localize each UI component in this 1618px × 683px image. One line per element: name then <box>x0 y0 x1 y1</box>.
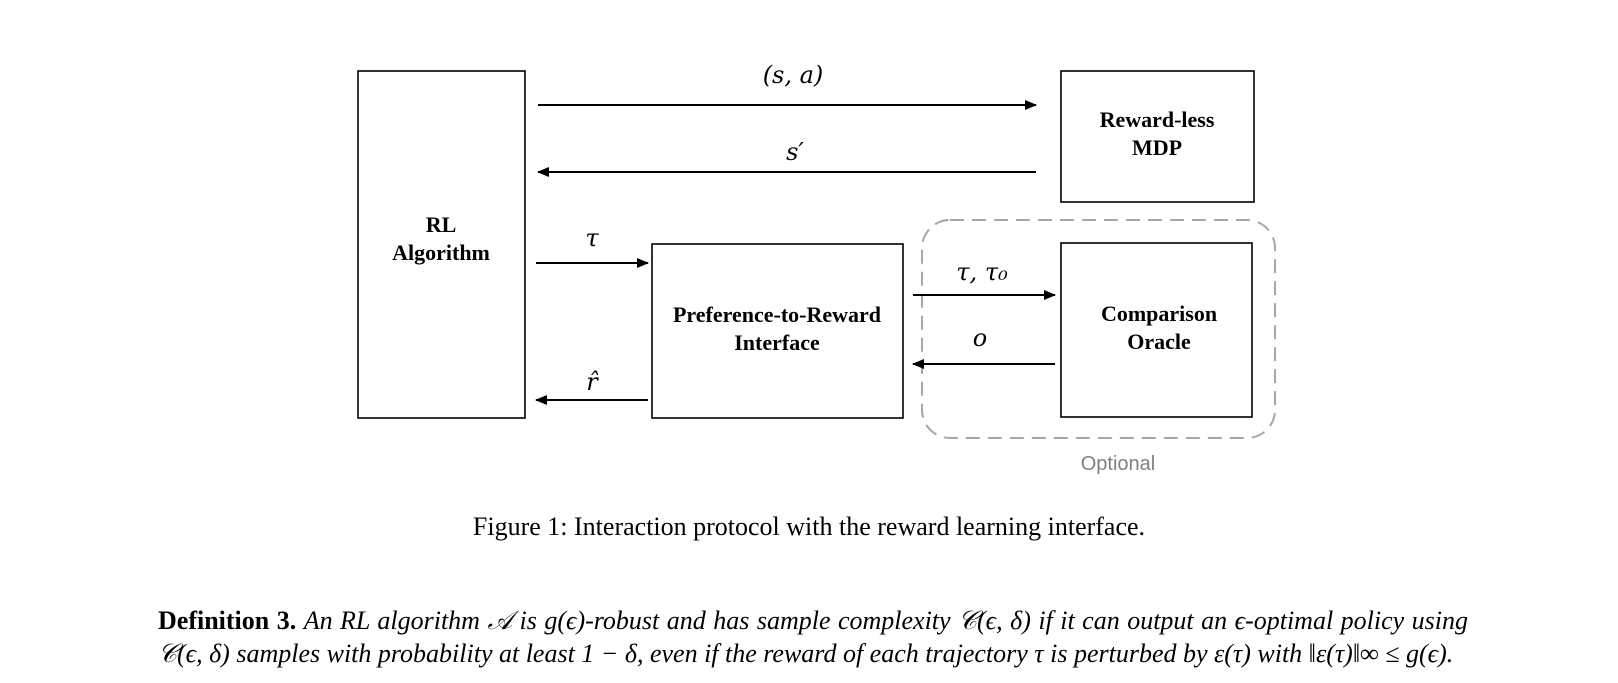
label-reward-hat: r̂ <box>586 368 599 396</box>
oracle-label-line2: Oracle <box>1127 329 1191 354</box>
label-next-state: s′ <box>786 138 804 166</box>
optional-region <box>921 219 1276 439</box>
rl-algorithm-label-line1: RL <box>426 212 457 237</box>
reward-less-mdp-box: Reward-less MDP <box>1060 70 1255 203</box>
mdp-label-line1: Reward-less <box>1100 107 1215 132</box>
definition-body: An RL algorithm 𝒜 is g(ϵ)-robust and has… <box>158 606 1468 668</box>
rl-algorithm-box: RL Algorithm <box>357 70 526 419</box>
optional-label: Optional <box>1081 453 1156 475</box>
label-state-action: (s, a) <box>763 61 824 89</box>
figure-caption: Figure 1: Interaction protocol with the … <box>472 512 1146 541</box>
rl-algorithm-label-line2: Algorithm <box>392 240 490 265</box>
mdp-label-line2: MDP <box>1132 135 1182 160</box>
label-outcome: o <box>973 324 987 352</box>
preference-interface-box: Preference-to-Reward Interface <box>651 243 904 419</box>
definition-paragraph: Definition 3. An RL algorithm 𝒜 is g(ϵ)-… <box>158 604 1468 670</box>
interface-label-line1: Preference-to-Reward <box>673 302 881 327</box>
definition-heading: Definition 3. <box>158 606 297 635</box>
oracle-label-line1: Comparison <box>1101 301 1217 326</box>
interface-label-line2: Interface <box>734 330 820 355</box>
comparison-oracle-box: Comparison Oracle <box>1060 242 1253 418</box>
label-trajectory: τ <box>585 224 599 252</box>
label-trajectory-pair: τ, τ₀ <box>956 258 1008 286</box>
